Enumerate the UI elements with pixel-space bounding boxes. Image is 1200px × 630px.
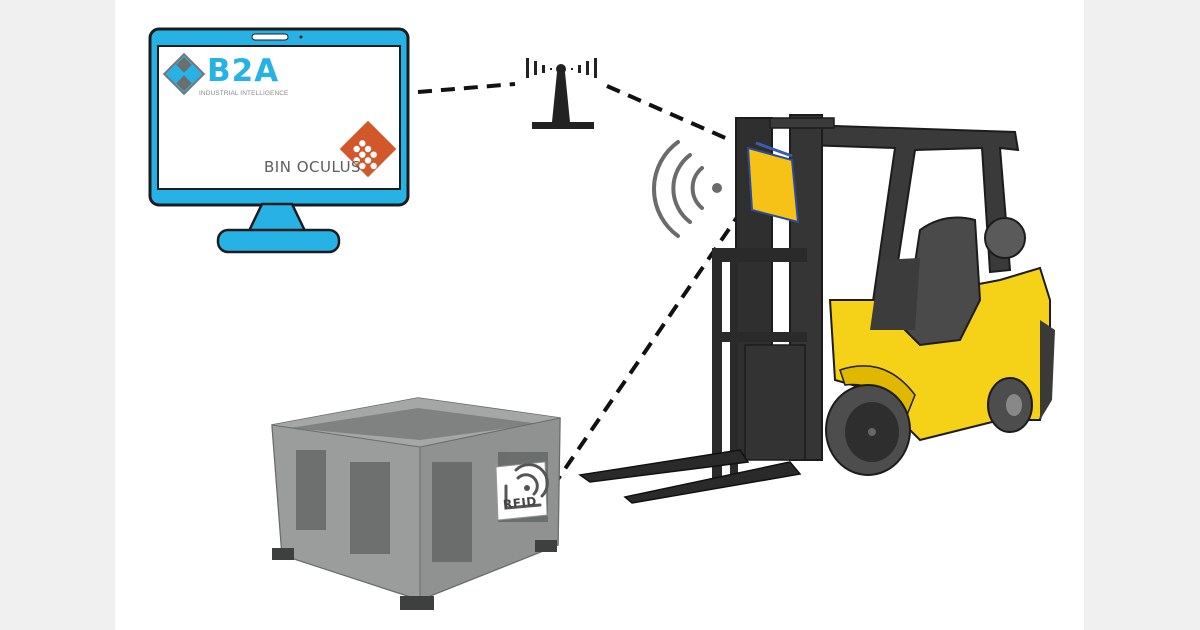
b2a-tagline: INDUSTRIAL INTELLIGENCE: [199, 90, 289, 97]
link-monitor-antenna: [417, 82, 516, 94]
binoculus-logo-text: BIN OCULUS: [264, 158, 362, 176]
b2a-logo-text: B2A: [207, 53, 280, 89]
rfid-reader-icon: [746, 141, 800, 224]
connection-lines: [417, 82, 744, 484]
wifi-signal-icon: [651, 140, 722, 238]
link-forklift-crate: [554, 208, 744, 484]
rfid-tag-icon: [495, 461, 549, 521]
forklift-icon: [578, 114, 1055, 504]
b2a-logo-icon: [162, 52, 206, 96]
crate-icon: [271, 397, 561, 610]
radio-tower-icon: [526, 58, 597, 129]
link-antenna-forklift: [606, 84, 731, 142]
